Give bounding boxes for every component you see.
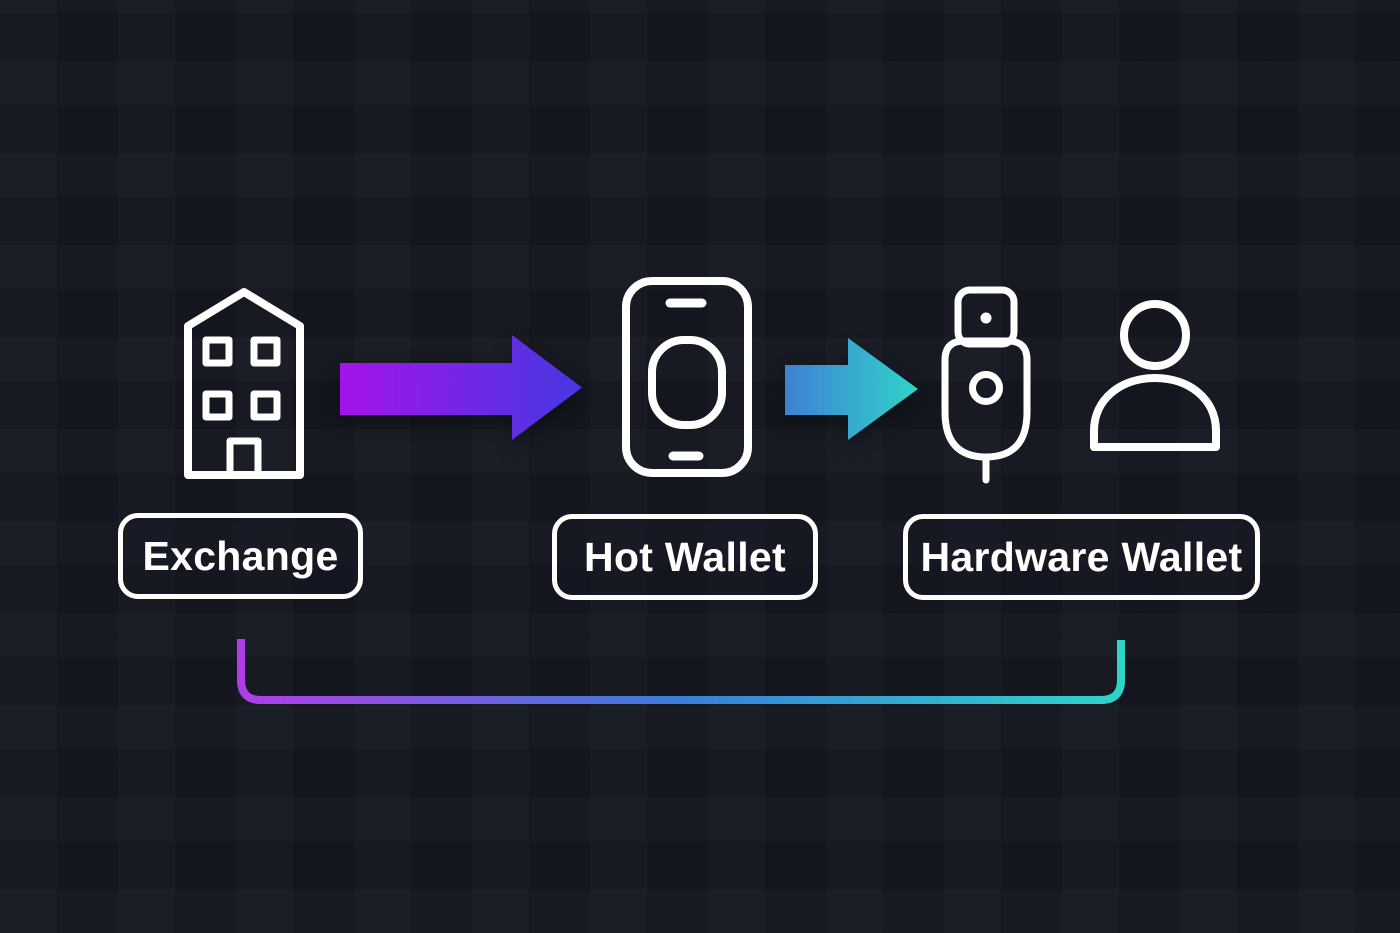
hardware-wallet-label-text: Hardware Wallet [920,533,1243,580]
person-head [1120,300,1190,370]
usb-hardware-wallet-icon [941,286,1031,484]
usb-body [941,337,1031,461]
hot-wallet-label: Hot Wallet [552,514,818,600]
smartphone-icon [622,277,752,477]
building-icon [184,288,304,479]
exchange-to-hardware-wallet-connector [237,639,1125,704]
person-icon [1090,300,1220,451]
building-door [226,437,262,479]
arrow-shape [340,335,582,440]
person-shoulders [1090,374,1220,451]
building-window [250,390,281,421]
arrow-exchange-to-hot-wallet [340,335,582,440]
building-window [250,336,281,367]
arrow-shape [785,338,918,440]
connector-path [237,639,1125,704]
building-window [202,336,233,367]
phone-body [622,277,752,477]
exchange-label-text: Exchange [142,532,339,579]
building-window [202,390,233,421]
hot-wallet-label-text: Hot Wallet [584,533,786,580]
hardware-wallet-label: Hardware Wallet [903,514,1260,600]
exchange-label: Exchange [118,513,363,599]
building-outline [184,288,304,479]
usb-button-ring [969,371,1003,405]
arrow-hot-wallet-to-hardware-wallet [785,338,918,440]
phone-screen-oval [648,336,726,429]
usb-connector-dot [980,312,992,324]
